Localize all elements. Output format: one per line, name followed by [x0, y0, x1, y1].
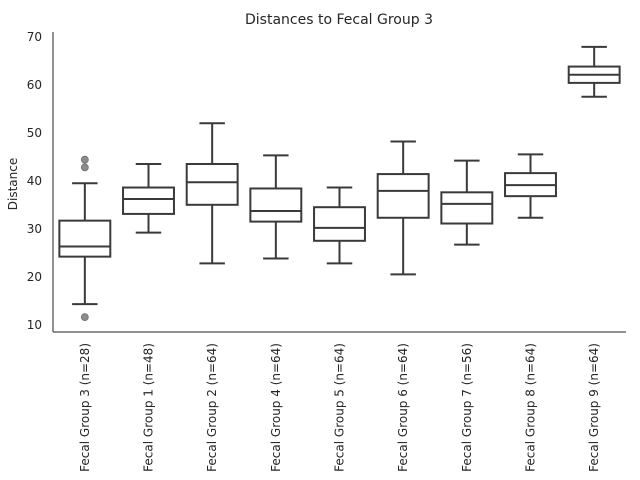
box-1 [58, 155, 112, 322]
y-tick-label: 70 [27, 30, 42, 44]
boxes-group [58, 45, 621, 322]
x-category-label: Fecal Group 6 (n=64) [396, 343, 410, 472]
y-tick-label: 20 [27, 270, 42, 284]
y-tick-label: 40 [27, 174, 42, 188]
x-category-label: Fecal Group 4 (n=64) [269, 343, 283, 472]
box-6 [376, 140, 430, 276]
box-8 [504, 153, 557, 219]
y-tick-label: 50 [27, 126, 42, 140]
y-axis-label: Distance [6, 158, 20, 210]
x-category-label: Fecal Group 8 (n=64) [524, 343, 538, 472]
box-2 [122, 163, 175, 234]
iqr-box [185, 163, 239, 206]
box-4 [249, 154, 303, 260]
y-axis-ticks: 10 20 30 40 50 60 70 [27, 30, 42, 332]
outlier-point [80, 313, 89, 322]
x-category-label: Fecal Group 9 (n=64) [587, 343, 601, 472]
iqr-box [249, 187, 303, 223]
outlier-point [80, 155, 89, 164]
iqr-box [376, 173, 430, 219]
x-category-label: Fecal Group 2 (n=64) [205, 343, 219, 472]
y-tick-label: 30 [27, 222, 42, 236]
box-7 [440, 159, 494, 246]
y-tick-label: 10 [27, 318, 42, 332]
outlier-point [80, 163, 89, 172]
box-9 [567, 45, 621, 98]
x-category-label: Fecal Group 3 (n=28) [78, 343, 92, 472]
x-category-label: Fecal Group 7 (n=56) [460, 343, 474, 472]
iqr-box [122, 186, 175, 215]
box-3 [185, 122, 239, 265]
iqr-box [58, 219, 112, 258]
chart-title: Distances to Fecal Group 3 [245, 12, 433, 28]
iqr-box [313, 206, 366, 242]
box-5 [313, 186, 366, 265]
x-axis-category-labels: Fecal Group 3 (n=28) Fecal Group 1 (n=48)… [78, 343, 601, 472]
y-tick-label: 60 [27, 78, 42, 92]
x-category-label: Fecal Group 5 (n=64) [333, 343, 347, 472]
iqr-box [440, 191, 494, 225]
x-category-label: Fecal Group 1 (n=48) [142, 343, 156, 472]
